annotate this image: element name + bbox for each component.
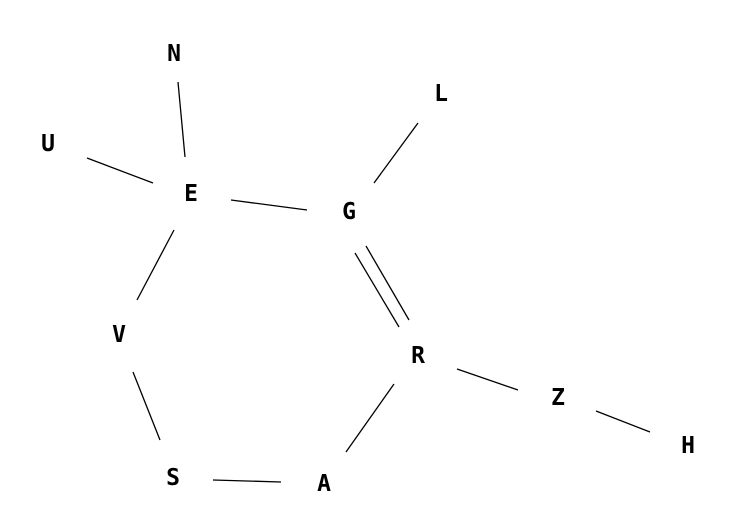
atom-u: U xyxy=(41,131,55,157)
bond-e-g xyxy=(230,199,308,211)
bond-a-r xyxy=(345,383,395,453)
atoms-group: N U E L G V R Z H S A xyxy=(41,41,695,497)
atom-v: V xyxy=(112,322,126,348)
bond-r-z xyxy=(456,368,519,391)
bond-z-h xyxy=(595,410,651,433)
atom-l: L xyxy=(434,81,448,107)
bond-v-s xyxy=(132,371,161,441)
bond-e-v xyxy=(136,229,175,301)
bond-u-e xyxy=(86,157,154,184)
bond-g-r-b xyxy=(365,245,410,321)
bond-s-a xyxy=(212,479,282,483)
atom-h: H xyxy=(681,433,695,459)
bond-l-g xyxy=(373,122,419,184)
atom-n: N xyxy=(167,41,181,67)
atom-r: R xyxy=(411,343,425,369)
atom-z: Z xyxy=(551,385,565,411)
atom-e: E xyxy=(184,181,198,207)
atom-a: A xyxy=(317,471,331,497)
atom-s: S xyxy=(166,465,180,491)
bond-g-r-a xyxy=(354,252,400,328)
atom-g: G xyxy=(342,199,356,225)
bond-n-e xyxy=(177,81,186,158)
bonds-group xyxy=(86,81,651,483)
